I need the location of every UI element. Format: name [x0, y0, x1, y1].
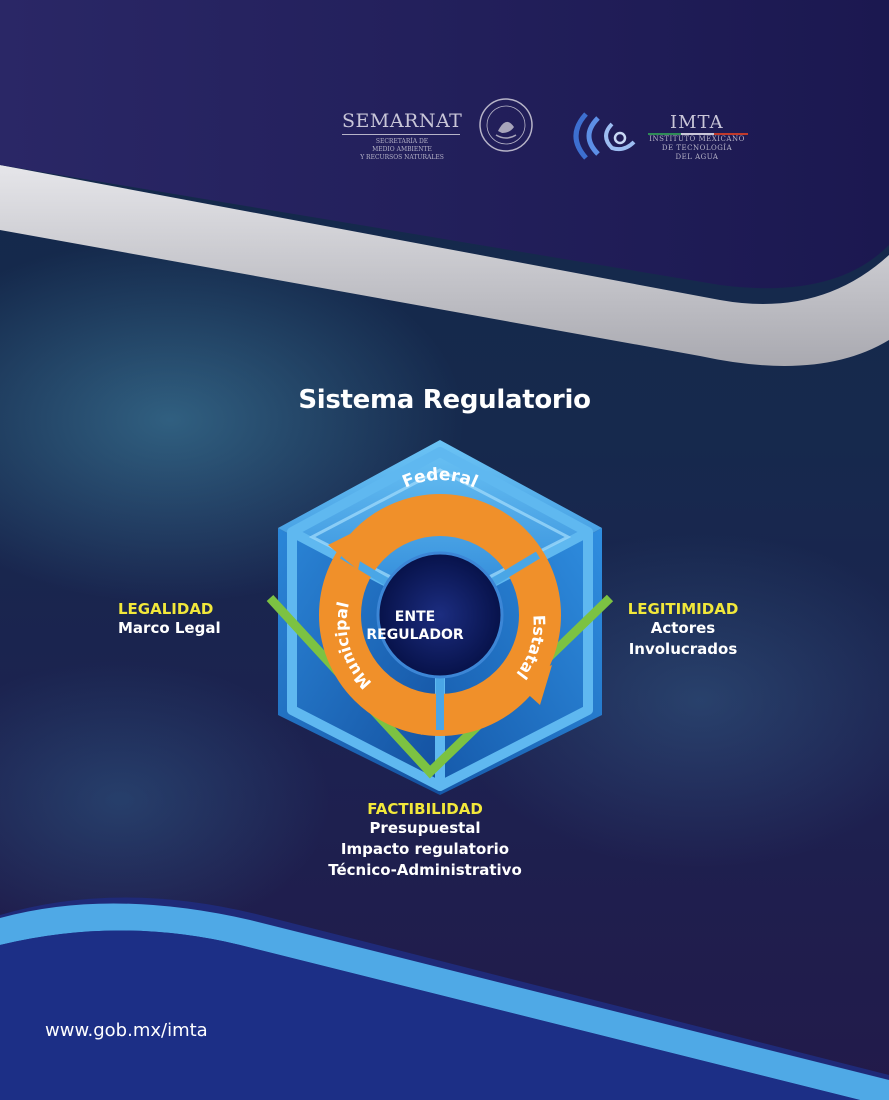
header-band — [0, 0, 889, 289]
imta-wave-logo-icon — [573, 112, 636, 160]
silver-band — [0, 165, 889, 366]
legalidad-label: LEGALIDAD Marco Legal — [118, 600, 221, 639]
imta-subtitle: INSTITUTO MEXICANO DE TECNOLOGÍA DEL AGU… — [649, 135, 745, 161]
legitimidad-heading: LEGITIMIDAD — [627, 600, 739, 618]
regulatory-cube-diagram: Federal Municipal Estatal — [266, 440, 614, 795]
semarnat-underline — [342, 134, 460, 135]
footer-band-light — [0, 903, 889, 1100]
imta-underline — [648, 133, 748, 135]
factibilidad-line-1: Presupuestal — [369, 819, 481, 837]
footer-band-mid — [0, 930, 860, 1100]
center-label: ENTE REGULADOR — [366, 609, 464, 643]
legalidad-heading: LEGALIDAD — [118, 600, 214, 618]
legitimidad-line-1: Actores — [650, 619, 716, 637]
legitimidad-label: LEGITIMIDAD Actores Involucrados — [618, 600, 748, 660]
ring-arrow-bottom — [395, 698, 428, 735]
factibilidad-label: FACTIBILIDAD Presupuestal Impacto regula… — [300, 800, 550, 881]
factibilidad-line-3: Técnico-Administrativo — [328, 861, 522, 879]
factibilidad-line-2: Impacto regulatorio — [340, 840, 510, 858]
imta-logo-text: IMTA — [670, 112, 724, 133]
ring-arrow-right — [512, 665, 552, 705]
semarnat-logo-text: SEMARNAT — [342, 110, 463, 132]
ring-arrow-left — [328, 525, 368, 570]
legitimidad-line-2: Involucrados — [628, 640, 738, 658]
center-disc — [376, 551, 504, 679]
legalidad-line: Marco Legal — [118, 619, 221, 637]
diagram-title: Sistema Regulatorio — [298, 385, 591, 415]
factibilidad-heading: FACTIBILIDAD — [367, 800, 483, 818]
coat-of-arms-seal-icon — [479, 98, 533, 152]
semarnat-subtitle: SECRETARÍA DE MEDIO AMBIENTE Y RECURSOS … — [360, 138, 444, 161]
footer-url-link[interactable]: www.gob.mx/imta — [45, 1020, 208, 1041]
